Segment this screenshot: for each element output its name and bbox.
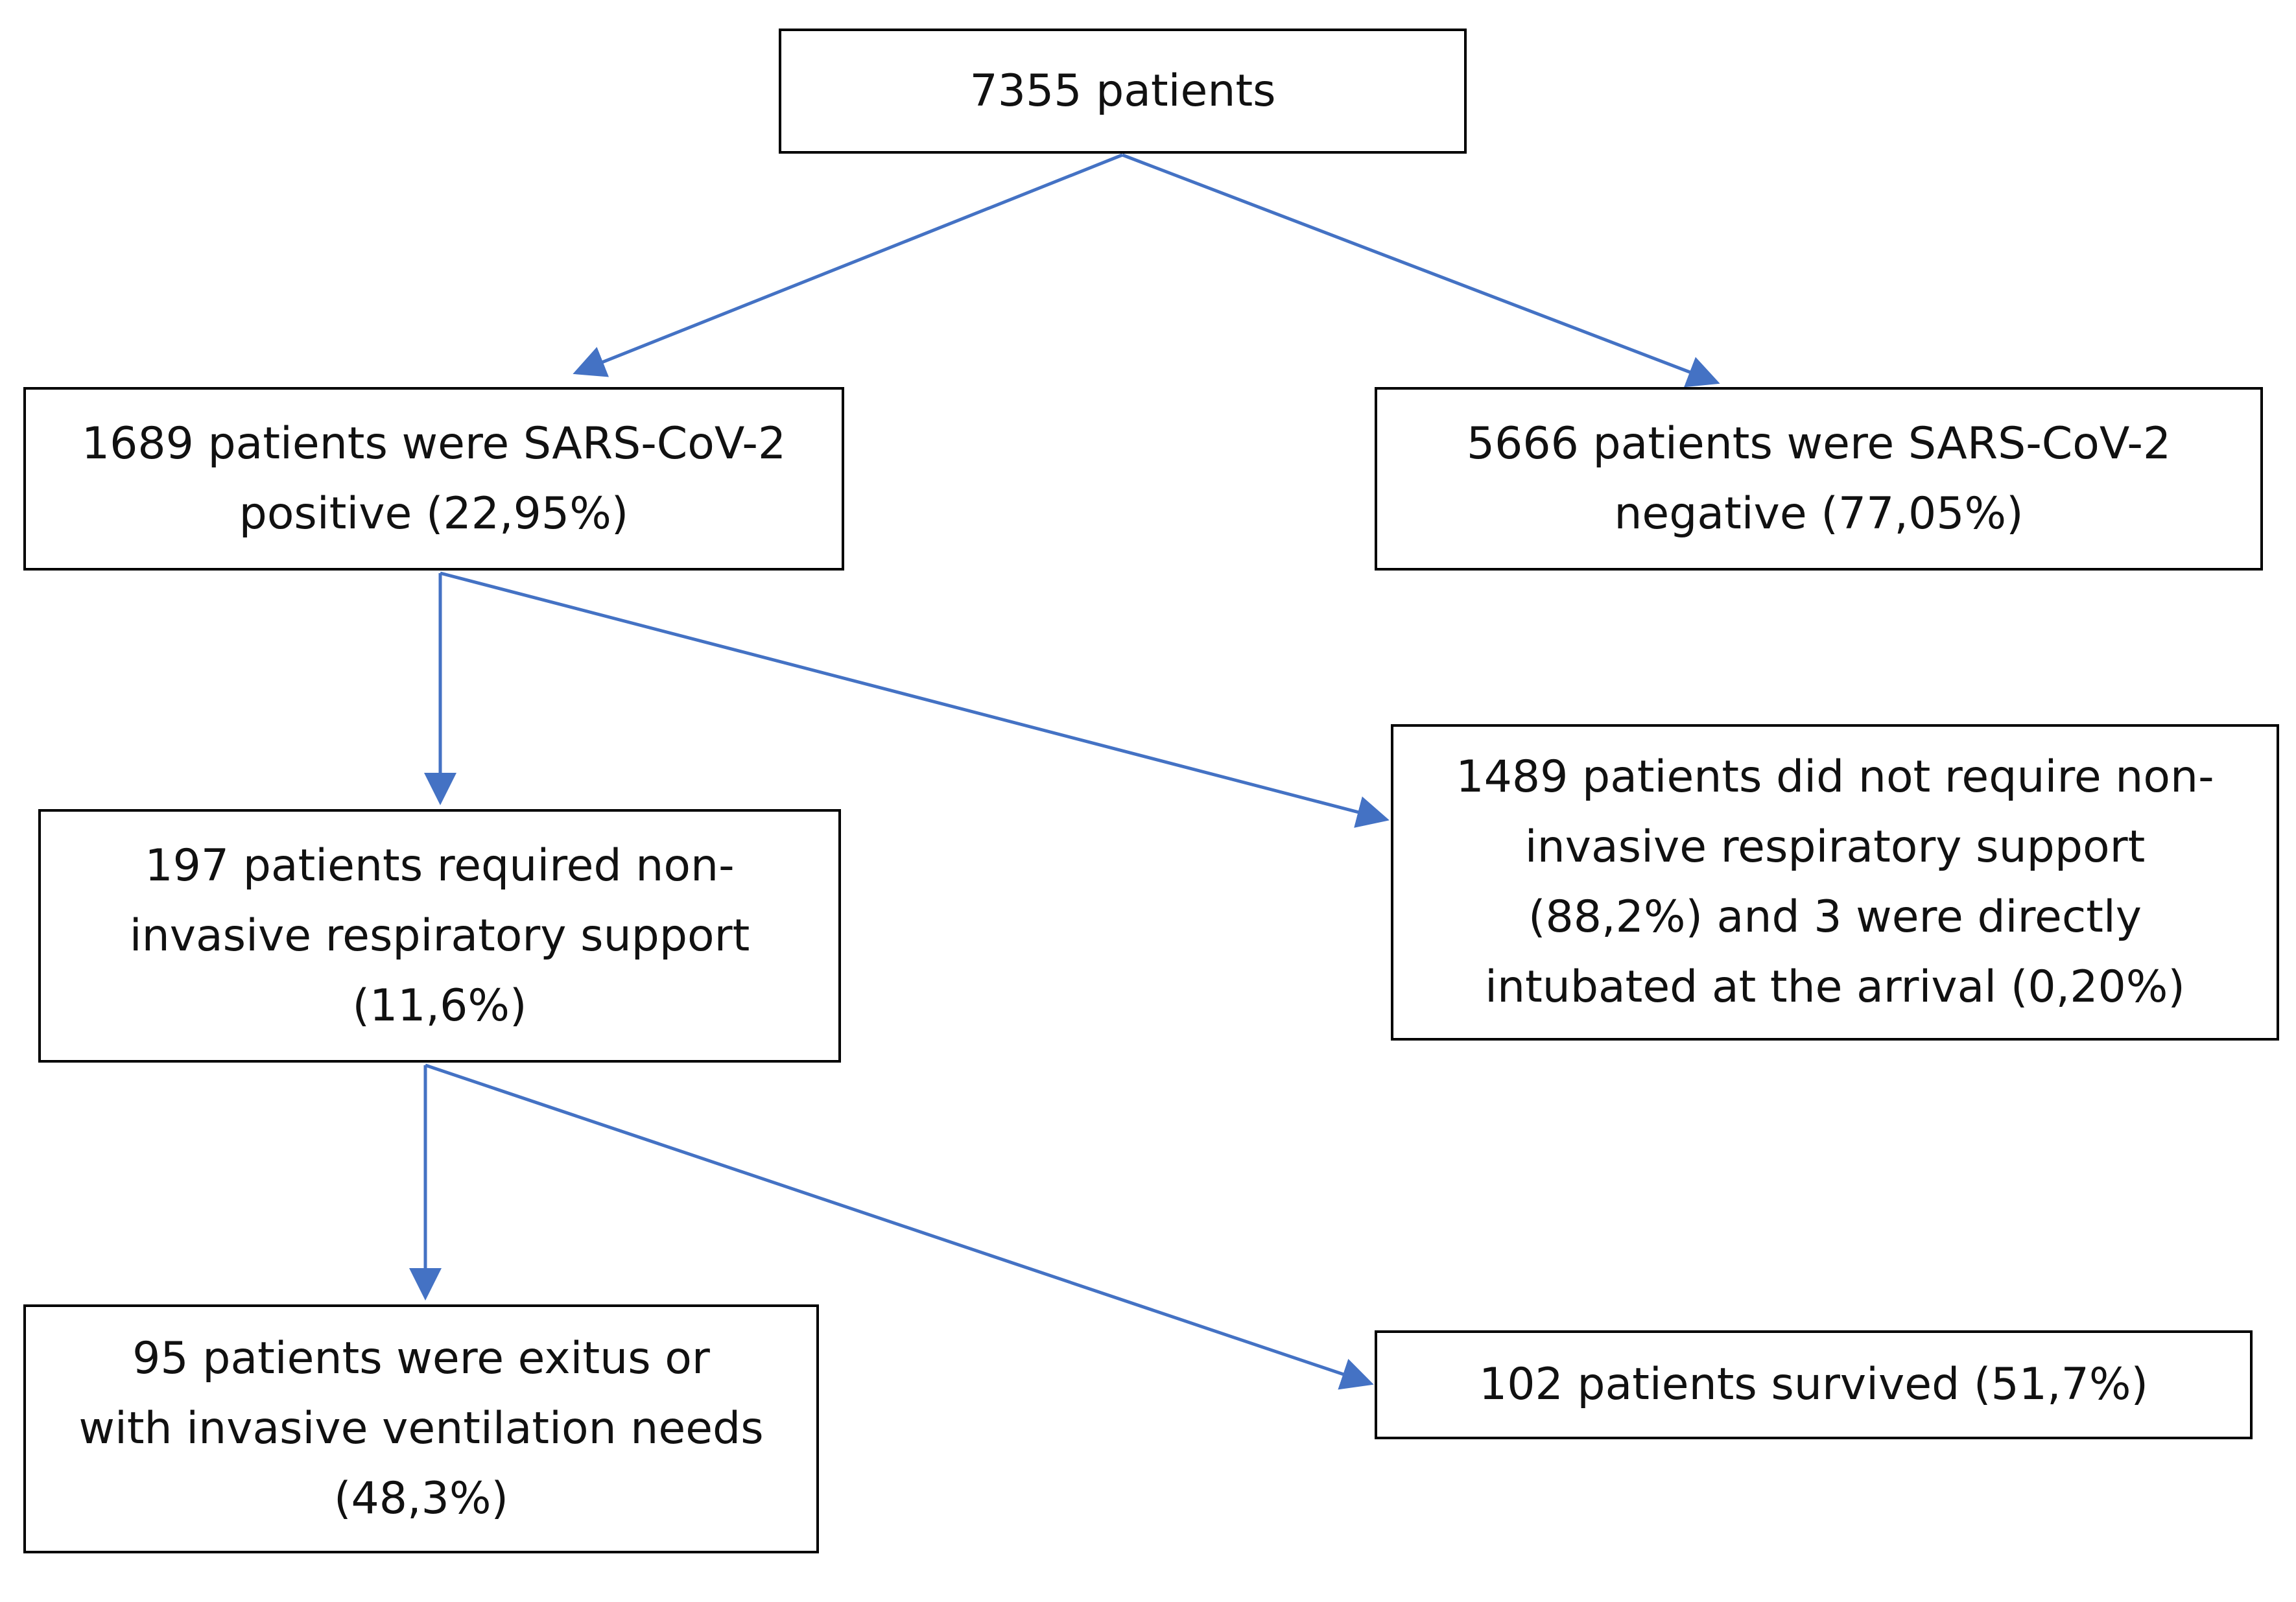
node-total-patients: 7355 patients [779, 29, 1467, 154]
edge-total-to-negative [1122, 153, 1720, 388]
edge-niv-to-survived [425, 1063, 1374, 1390]
node-sars-cov-2-negative: 5666 patients were SARS-CoV-2 negative (… [1375, 387, 2263, 571]
node-text-line: 7355 patients [969, 65, 1276, 117]
node-text-line: (48,3%) [333, 1473, 509, 1524]
node-text-line: 1689 patients were SARS-CoV-2 [81, 418, 787, 469]
node-required-niv: 197 patients required non- invasive resp… [38, 809, 841, 1063]
node-text-line: 102 patients survived (51,7%) [1479, 1359, 2148, 1410]
node-text-line: with invasive ventilation needs [78, 1403, 764, 1454]
node-no-niv-or-intubated: 1489 patients did not require non- invas… [1391, 724, 2279, 1041]
node-text-line: invasive respiratory support [1524, 821, 2146, 873]
node-survived: 102 patients survived (51,7%) [1375, 1330, 2253, 1439]
node-text-line: 197 patients required non- [145, 840, 735, 891]
node-text-line: 95 patients were exitus or [132, 1333, 710, 1384]
node-text-line: 5666 patients were SARS-CoV-2 [1466, 418, 2172, 469]
node-text-line: negative (77,05%) [1614, 488, 2024, 539]
edge-total-to-positive [573, 153, 1123, 377]
node-text-line: intubated at the arrival (0,20%) [1485, 961, 2185, 1013]
node-text-line: 1489 patients did not require non- [1456, 751, 2214, 803]
node-text-line: (11,6%) [352, 980, 527, 1031]
node-exitus-or-invasive-ventilation: 95 patients were exitus or with invasive… [23, 1304, 819, 1553]
node-text-line: positive (22,95%) [239, 488, 629, 539]
node-text-line: (88,2%) and 3 were directly [1528, 891, 2142, 943]
edge-positive-to-no-niv [440, 571, 1390, 828]
node-text-line: invasive respiratory support [129, 910, 750, 961]
node-sars-cov-2-positive: 1689 patients were SARS-CoV-2 positive (… [23, 387, 844, 571]
